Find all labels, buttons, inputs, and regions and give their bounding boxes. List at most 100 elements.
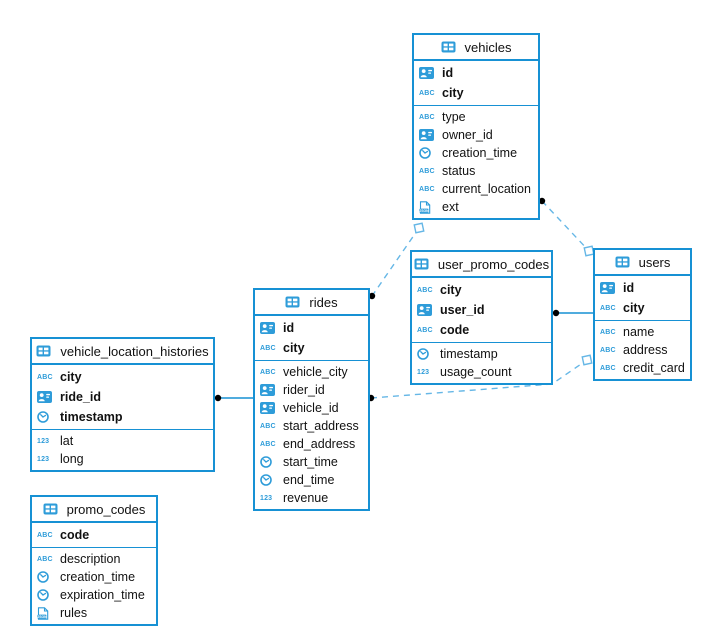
field-rider_id: rider_id [255,381,368,399]
field-label: city [623,300,645,315]
one-end-dot-marker [368,292,376,300]
one-end-dot-marker [538,197,546,205]
field-label: revenue [283,490,329,505]
field-label: id [442,65,454,80]
uuid-icon [260,402,279,414]
text-abc-icon: ABC [260,368,276,376]
field-end_time: end_time [255,471,368,489]
field-label: city [440,282,462,297]
table-title: vehicle_location_histories [60,343,209,359]
relationship-line [541,200,590,252]
svg-text:JSON: JSON [37,614,47,618]
table-header-users[interactable]: users [595,250,690,276]
table-title: promo_codes [66,501,146,517]
key-field-id: id [414,63,538,83]
field-label: ride_id [60,389,101,404]
table-icon [414,258,433,270]
table-title: rides [309,294,338,310]
timestamp-icon [260,456,279,468]
field-label: credit_card [623,360,685,375]
field-label: description [60,551,121,566]
field-label: lat [60,433,74,448]
field-label: id [623,280,635,295]
timestamp-icon [37,571,56,583]
field-vehicle_id: vehicle_id [255,399,368,417]
table-header-vehicles[interactable]: vehicles [414,35,538,61]
number-123-icon: 123 [37,455,50,463]
uuid-icon [419,67,438,79]
timestamp-icon [417,348,436,360]
table-header-vehicle_location_histories[interactable]: vehicle_location_histories [32,339,213,365]
key-field-city: ABC city [595,298,690,318]
field-timestamp: timestamp [412,345,551,363]
text-abc-icon: ABC [419,185,435,193]
uuid-icon [260,322,279,334]
timestamp-icon [419,147,438,159]
table-icon [615,256,634,268]
number-123-icon: 123 [260,494,273,502]
key-field-id: id [255,318,368,338]
connector-rides-to-vehicles [368,222,425,300]
field-revenue: 123 revenue [255,489,368,507]
number-123-icon: 123 [417,368,430,376]
text-abc-icon: ABC [417,326,433,334]
field-start_time: start_time [255,453,368,471]
field-label: city [442,85,464,100]
one-end-dot-marker [214,394,222,402]
timestamp-icon [37,411,56,423]
key-field-id: id [595,278,690,298]
uuid-icon [37,391,56,403]
field-label: ext [442,199,459,214]
table-title: users [638,254,671,270]
text-abc-icon: ABC [600,364,616,372]
text-abc-icon: ABC [600,304,616,312]
field-label: vehicle_id [283,400,339,415]
table-header-promo_codes[interactable]: promo_codes [32,497,156,523]
table-title: vehicles [464,39,512,55]
text-abc-icon: ABC [600,346,616,354]
table-header-rides[interactable]: rides [255,290,368,316]
one-end-dot-marker [552,309,560,317]
text-abc-icon: ABC [260,440,276,448]
field-label: creation_time [442,145,518,160]
number-123-icon: 123 [37,437,50,445]
text-abc-icon: ABC [260,344,276,352]
text-abc-icon: ABC [600,328,616,336]
uuid-icon [260,384,279,396]
field-creation_time: creation_time [32,568,156,586]
field-label: code [60,527,90,542]
field-label: start_time [283,454,338,469]
table-icon [285,296,304,308]
field-label: timestamp [60,409,123,424]
many-end-square-marker [581,354,593,366]
uuid-icon [419,129,438,141]
text-abc-icon: ABC [419,113,435,121]
field-label: owner_id [442,127,493,142]
timestamp-icon [260,474,279,486]
table-header-user_promo_codes[interactable]: user_promo_codes [412,252,551,278]
